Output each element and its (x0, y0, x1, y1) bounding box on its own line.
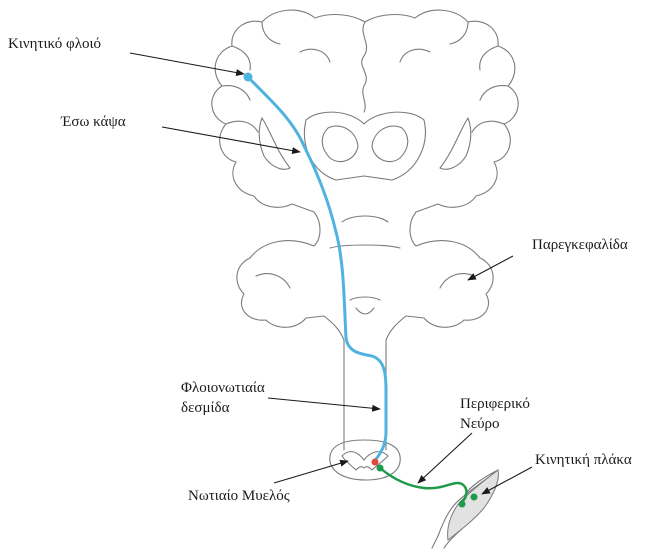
arrow-peripheral-nerve (418, 433, 472, 483)
upper-motor-neuron-axon (248, 77, 386, 462)
cerebellum-folia (256, 274, 474, 314)
synapse-dot (372, 459, 379, 466)
label-spinal-cord: Νωτιαίο Μυελός (188, 487, 290, 506)
basal-ganglia-right (440, 118, 471, 169)
label-internal-capsule: Έσω κάψα (61, 113, 126, 132)
endplate-dot-1 (459, 501, 466, 508)
lower-motor-neuron-soma (377, 465, 384, 472)
upper-motor-neuron-soma (244, 73, 253, 82)
pons-detail (330, 216, 400, 248)
label-corticospinal-tract-line2: δεσμίδα (181, 399, 229, 418)
basal-ganglia-left (259, 118, 290, 169)
label-peripheral-nerve-line2: Νεύρο (460, 415, 500, 434)
arrow-internal-capsule (162, 127, 300, 152)
label-corticospinal-tract-line1: Φλοιονωτιαία (181, 379, 265, 398)
arrow-cerebellum (468, 256, 513, 280)
arrow-motor-cortex (130, 53, 244, 74)
label-cerebellum: Παρεγκεφαλίδα (532, 236, 628, 255)
label-motor-endplate: Κινητική πλάκα (535, 451, 632, 470)
endplate-dot-2 (471, 494, 478, 501)
label-motor-cortex: Κινητικό φλοιό (8, 35, 101, 54)
muscle-fill (448, 470, 499, 540)
arrow-corticospinal-tract (268, 398, 380, 409)
brainstem-cerebellum-outline (237, 212, 493, 450)
longitudinal-fissure (362, 22, 367, 112)
label-peripheral-nerve-line1: Περιφερικό (460, 395, 530, 414)
thalamus-inner (322, 126, 408, 162)
